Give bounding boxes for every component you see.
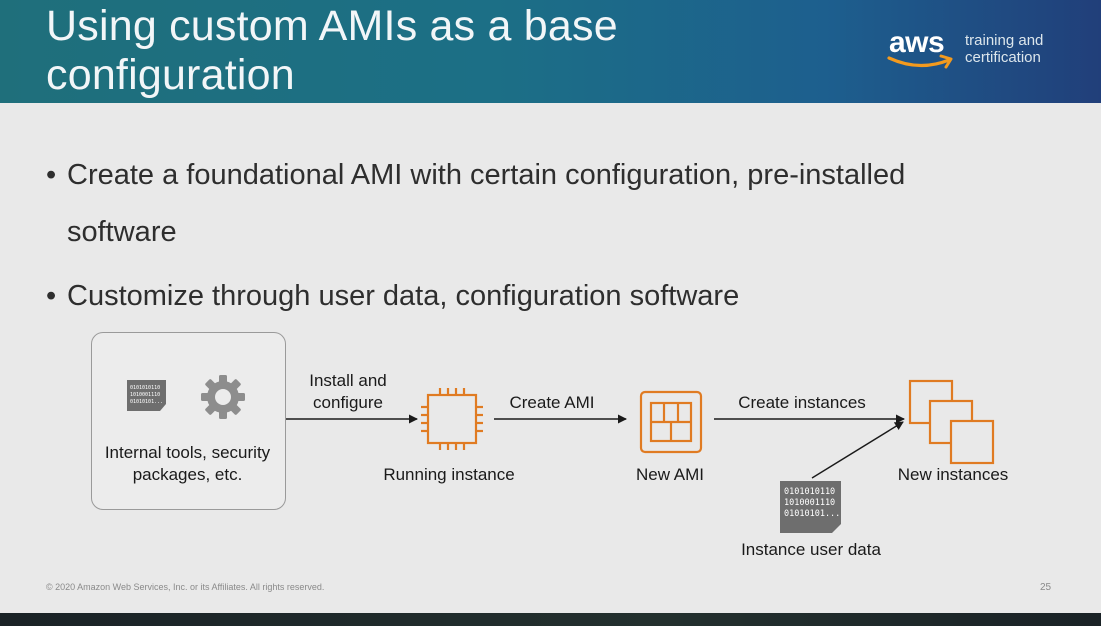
ami-icon	[639, 390, 703, 454]
binary-line: 1010001110	[130, 392, 160, 398]
aws-training-logo: aws training and certification	[885, 26, 1075, 82]
bullet-dot: •	[46, 280, 57, 312]
title-line-2: configuration	[46, 51, 295, 99]
aws-smile-icon	[887, 54, 953, 69]
binary-line: 01010101...	[130, 399, 163, 405]
video-bottom-bar	[0, 613, 1101, 626]
page-number: 25	[1040, 582, 1052, 593]
user-data-document-icon: 0101010110 1010001110 01010101...	[780, 481, 841, 533]
bullet-dot: •	[46, 159, 57, 191]
instances-icon	[908, 379, 995, 465]
internal-tools-box	[91, 332, 286, 510]
install-configure-label: Install and configure	[288, 370, 408, 414]
new-ami-label: New AMI	[635, 465, 705, 484]
install-configure-line-1: Install and	[309, 371, 387, 390]
binary-line: 1010001110	[784, 498, 835, 508]
binary-document-icon: 0101010110 1010001110 01010101...	[127, 380, 166, 411]
arrow-user-data	[811, 421, 904, 479]
gear-icon	[201, 375, 245, 419]
create-instances-label: Create instances	[738, 393, 866, 412]
internal-tools-label: Internal tools, security packages, etc.	[96, 442, 279, 486]
binary-line: 0101010110	[784, 487, 835, 497]
slide: Using custom AMIs as a base configuratio…	[0, 0, 1101, 613]
new-instances-label: New instances	[897, 465, 1009, 484]
running-instance-label: Running instance	[383, 465, 515, 484]
slide-header: Using custom AMIs as a base configuratio…	[0, 0, 1101, 103]
install-configure-line-2: configure	[313, 393, 383, 412]
slide-title: Using custom AMIs as a base configuratio…	[46, 2, 746, 100]
binary-line: 0101010110	[130, 385, 160, 391]
instance-user-data-label: Instance user data	[741, 540, 881, 559]
bullet-1-line-2: software	[67, 216, 177, 248]
internal-tools-label-line-1: Internal tools, security	[104, 443, 271, 462]
title-line-1: Using custom AMIs as a base	[46, 2, 618, 50]
binary-line: 01010101...	[784, 509, 840, 519]
chip-icon	[421, 388, 483, 450]
bullet-2-line-1: Customize through user data, configurati…	[67, 280, 740, 312]
workflow-diagram: 0101010110 1010001110 01010101...	[127, 375, 995, 533]
logo-subtitle-line-2: certification	[965, 49, 1041, 66]
logo-subtitle-line-1: training and	[965, 32, 1044, 49]
logo-subtitle: training and certification	[965, 32, 1043, 66]
bullet-1-line-1: Create a foundational AMI with certain c…	[67, 159, 906, 191]
create-ami-label: Create AMI	[509, 393, 595, 412]
aws-wordmark: aws	[889, 26, 945, 59]
internal-tools-label-line-2: packages, etc.	[132, 465, 243, 484]
copyright-footer: © 2020 Amazon Web Services, Inc. or its …	[46, 582, 325, 592]
